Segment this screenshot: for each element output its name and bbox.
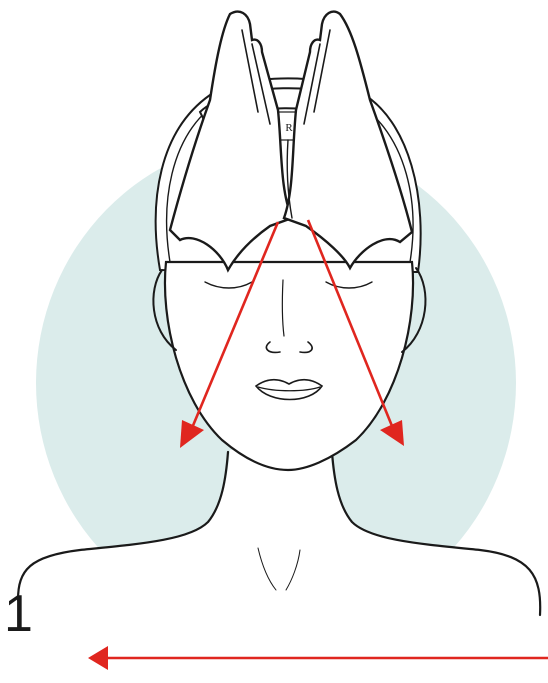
step-number: 1 (4, 588, 33, 640)
headband-logo: R (285, 122, 293, 134)
